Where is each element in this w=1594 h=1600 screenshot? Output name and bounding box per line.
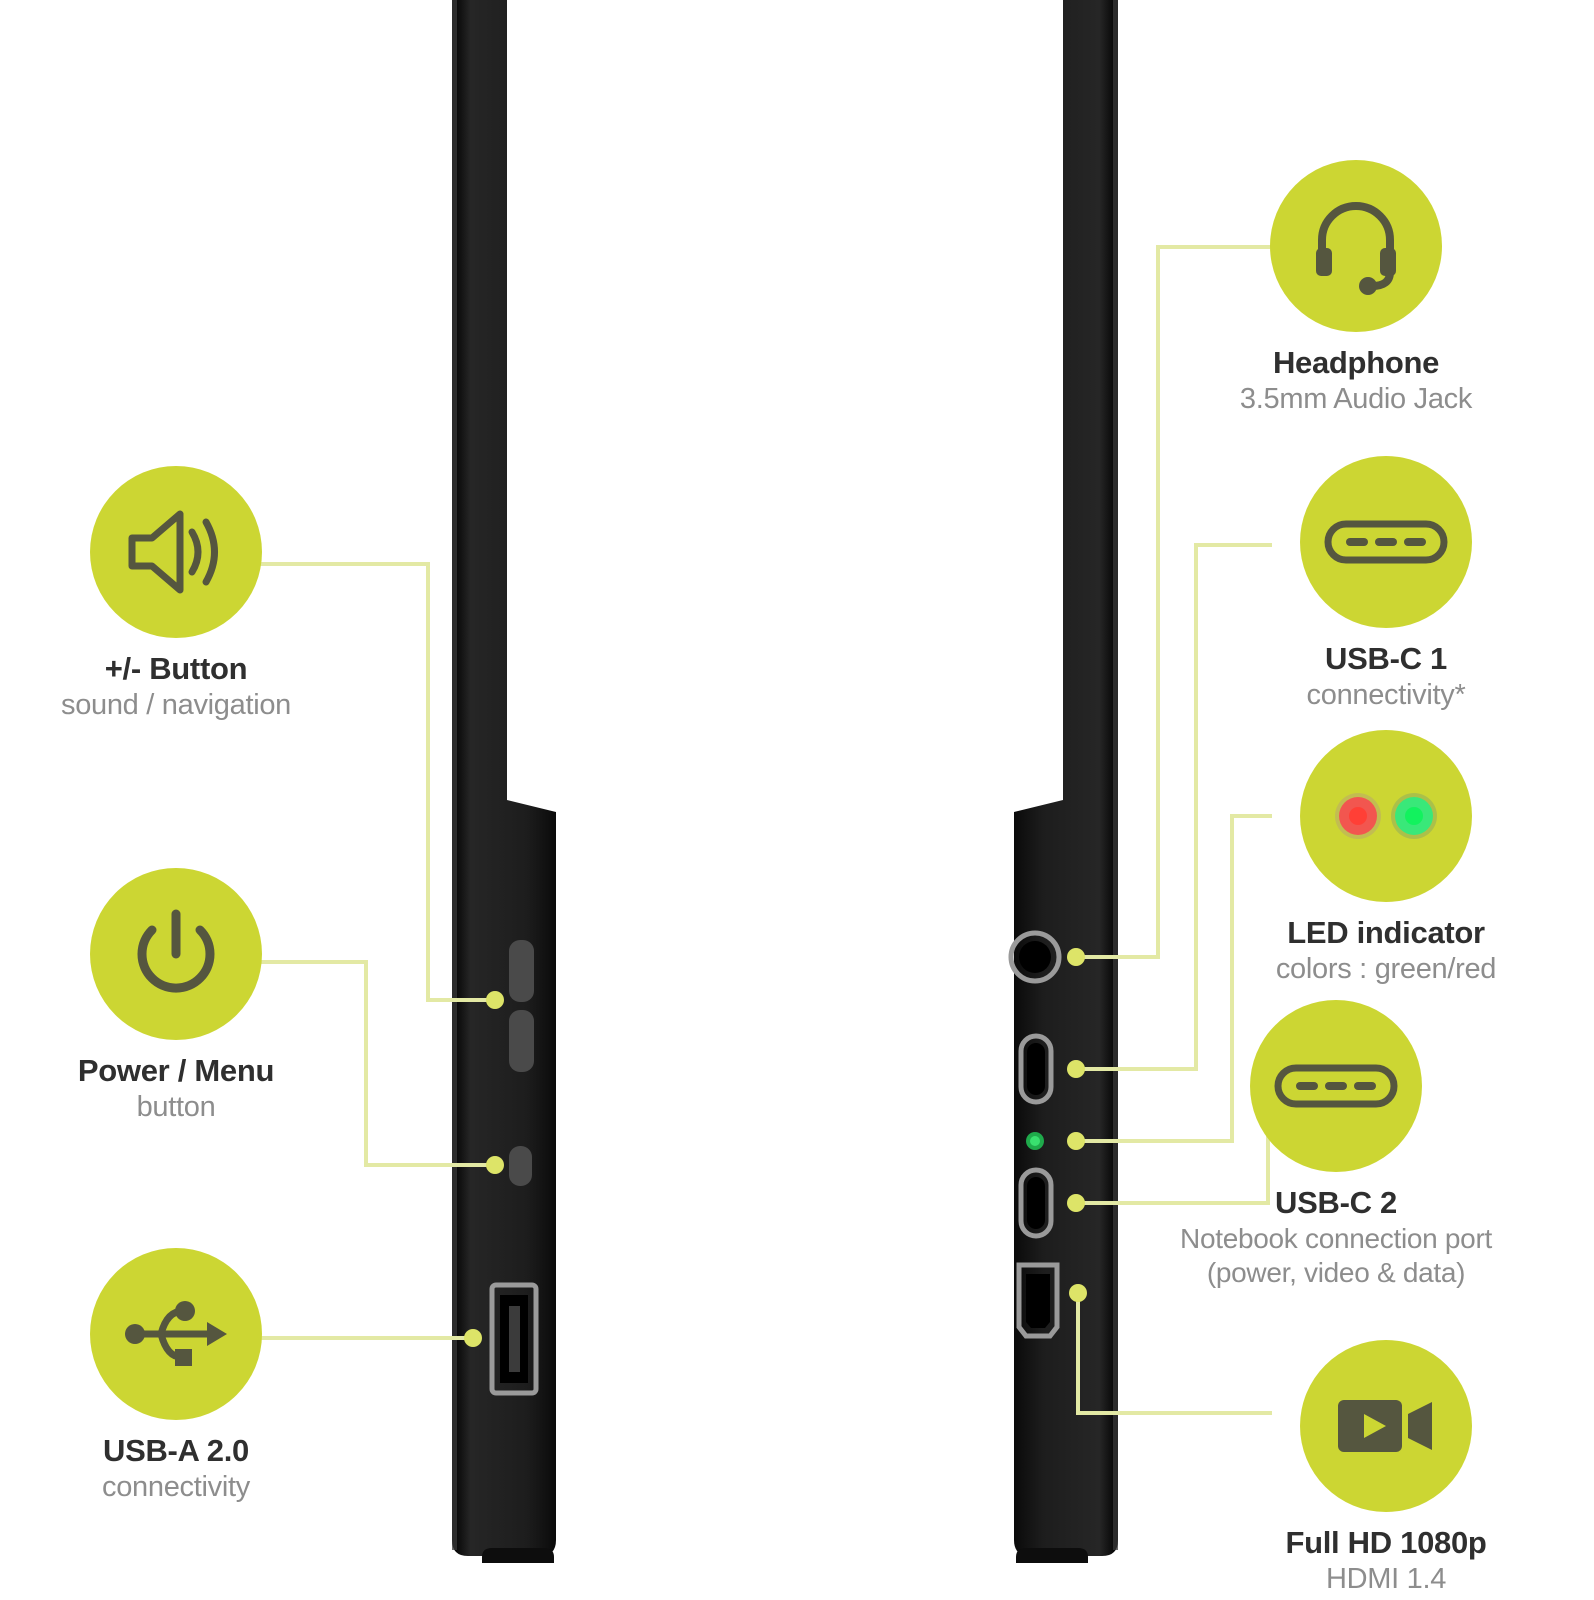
callout-title: Headphone xyxy=(1272,345,1440,380)
callout-usb-a: USB-A 2.0 connectivity xyxy=(6,1248,346,1504)
power-button[interactable] xyxy=(509,1146,532,1186)
usb-c-1-port xyxy=(1018,1033,1054,1105)
connector-dots-left xyxy=(464,991,504,1347)
headset-icon xyxy=(1316,202,1396,295)
connector-volume xyxy=(249,562,498,1002)
monitor-left-side-view xyxy=(452,0,556,1563)
hdmi-port xyxy=(1016,1262,1060,1339)
callout-title: Power / Menu xyxy=(77,1053,275,1088)
connector-led xyxy=(1073,814,1272,1143)
headphone-jack xyxy=(1008,930,1062,984)
connector-dots-right xyxy=(1067,948,1087,1302)
usb-c-port-icon xyxy=(1274,1064,1398,1108)
callout-title: LED indicator xyxy=(1287,915,1485,950)
connector-lines-left xyxy=(249,562,498,1340)
callout-title: Full HD 1080p xyxy=(1285,1525,1487,1560)
callout-subtitle: connectivity xyxy=(102,1470,250,1503)
callout-hdmi: Full HD 1080p HDMI 1.4 xyxy=(1216,1340,1556,1596)
callout-subtitle-line2: (power, video & data) xyxy=(1206,1256,1466,1288)
callout-volume: +/- Button sound / navigation xyxy=(6,466,346,722)
connector-usb-c1 xyxy=(1073,543,1272,1071)
callout-title: USB-C 2 xyxy=(1275,1185,1397,1220)
volume-rocker-button[interactable] xyxy=(509,940,534,1072)
usb-c2-badge[interactable] xyxy=(1250,1000,1422,1172)
callout-subtitle: button xyxy=(136,1090,216,1123)
led-indicator xyxy=(1026,1132,1044,1150)
connector-hdmi xyxy=(1076,1296,1272,1415)
connector-power xyxy=(249,960,498,1167)
callout-usb-c2: USB-C 2 Notebook connection port (power,… xyxy=(1166,1000,1506,1289)
usb-a-badge[interactable] xyxy=(90,1248,262,1420)
connector-headphone xyxy=(1073,245,1272,959)
usb-c-2-port xyxy=(1018,1167,1054,1239)
callout-subtitle: sound / navigation xyxy=(61,688,291,721)
usb-c1-badge[interactable] xyxy=(1300,456,1472,628)
usb-a-port xyxy=(489,1282,539,1396)
power-icon xyxy=(137,909,215,993)
callout-title: +/- Button xyxy=(104,651,248,686)
callout-title: USB-C 1 xyxy=(1325,641,1447,676)
callout-subtitle-line1: Notebook connection port xyxy=(1180,1222,1492,1254)
callout-subtitle: connectivity* xyxy=(1306,678,1466,711)
power-badge[interactable] xyxy=(90,868,262,1040)
callout-usb-c1: USB-C 1 connectivity* xyxy=(1216,456,1556,712)
callout-title: USB-A 2.0 xyxy=(102,1433,250,1468)
callout-power: Power / Menu button xyxy=(6,868,346,1124)
volume-badge[interactable] xyxy=(90,466,262,638)
led-badge[interactable] xyxy=(1300,730,1472,902)
usb-trident-icon xyxy=(125,1301,227,1366)
speaker-volume-icon xyxy=(128,510,218,594)
video-camera-icon xyxy=(1338,1400,1432,1452)
hdmi-badge[interactable] xyxy=(1300,1340,1472,1512)
headphone-badge[interactable] xyxy=(1270,160,1442,332)
monitor-right-side-view xyxy=(1008,0,1118,1563)
callout-subtitle: 3.5mm Audio Jack xyxy=(1239,382,1473,415)
callout-subtitle: HDMI 1.4 xyxy=(1325,1562,1447,1595)
callout-led: LED indicator colors : green/red xyxy=(1216,730,1556,986)
led-dots-icon xyxy=(1335,793,1437,839)
callout-subtitle: colors : green/red xyxy=(1275,952,1497,985)
callout-headphone: Headphone 3.5mm Audio Jack xyxy=(1186,160,1526,416)
usb-c-port-icon xyxy=(1324,520,1448,564)
